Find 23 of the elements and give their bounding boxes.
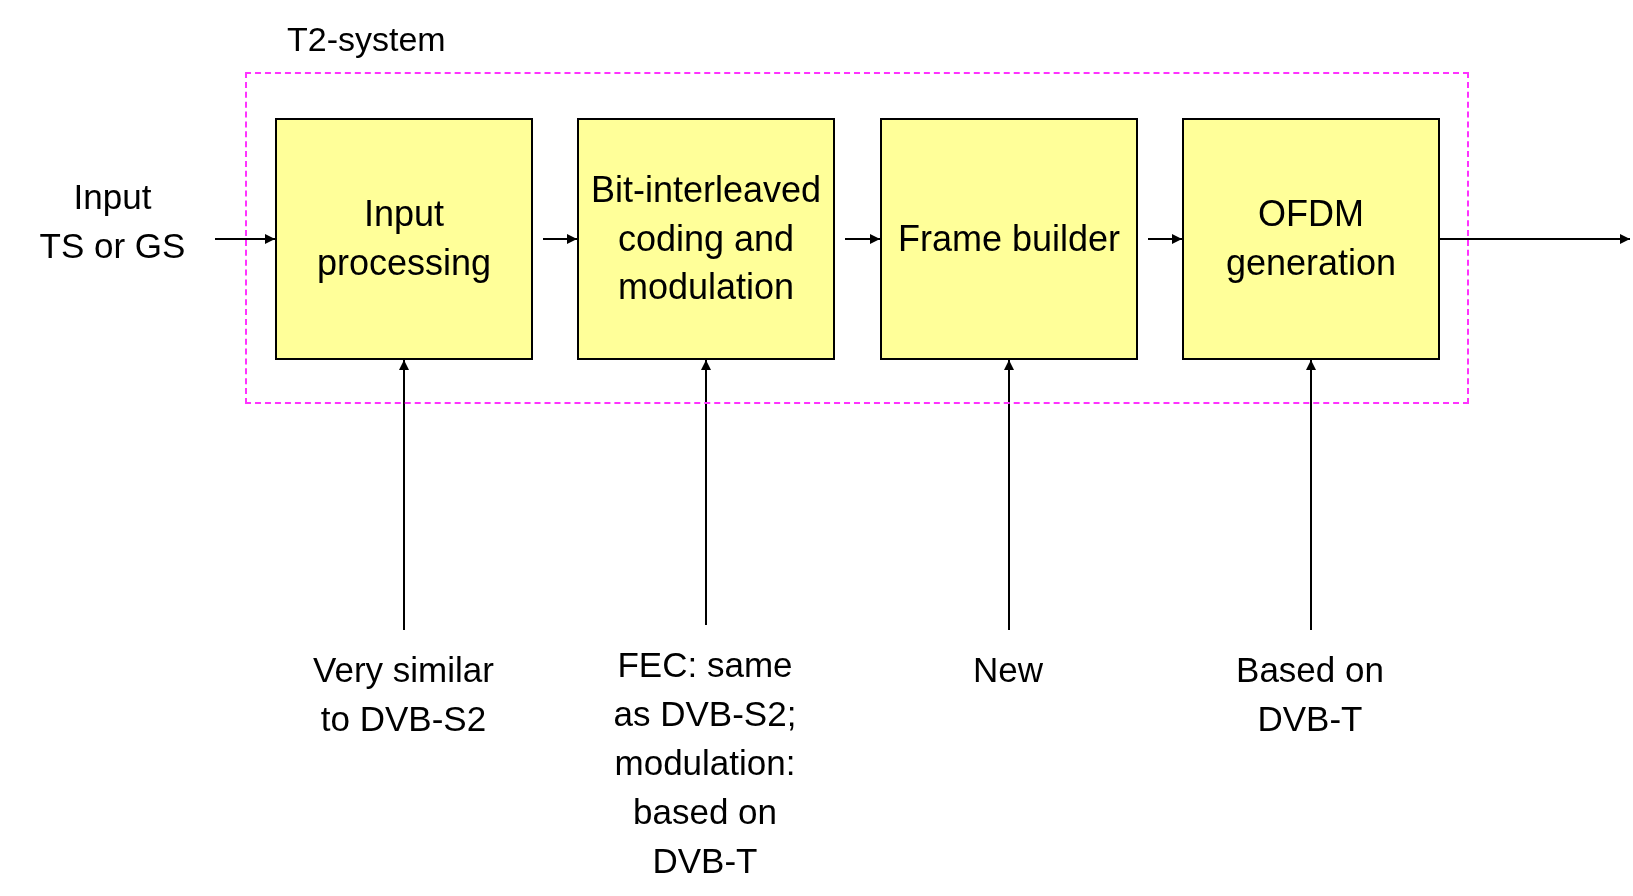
boundary-title: T2-system xyxy=(287,20,446,59)
arrow xyxy=(399,359,409,631)
arrow xyxy=(214,234,276,244)
arrow xyxy=(1147,234,1183,244)
arrow xyxy=(1004,359,1014,631)
arrow xyxy=(701,359,711,626)
process-box xyxy=(880,118,1138,360)
annotation-text: FEC: same as DVB-S2; modulation: based on DVB-T xyxy=(601,640,809,890)
input-label: Input TS or GS xyxy=(20,172,205,272)
box-label: Input processing xyxy=(315,192,493,285)
arrow xyxy=(1306,359,1316,631)
process-box xyxy=(275,118,533,360)
process-box xyxy=(577,118,835,360)
box-label: Frame builder xyxy=(896,216,1122,261)
box-label: Bit-interleaved coding and modulation xyxy=(589,168,823,310)
arrow xyxy=(1439,234,1631,244)
arrow xyxy=(542,234,578,244)
box-label: OFDM generation xyxy=(1224,192,1398,285)
arrow xyxy=(844,234,881,244)
annotation-text: Very similar to DVB-S2 xyxy=(296,645,511,745)
annotation-text: Based on DVB-T xyxy=(1210,645,1410,745)
annotation-text: New xyxy=(908,645,1108,695)
process-box xyxy=(1182,118,1440,360)
